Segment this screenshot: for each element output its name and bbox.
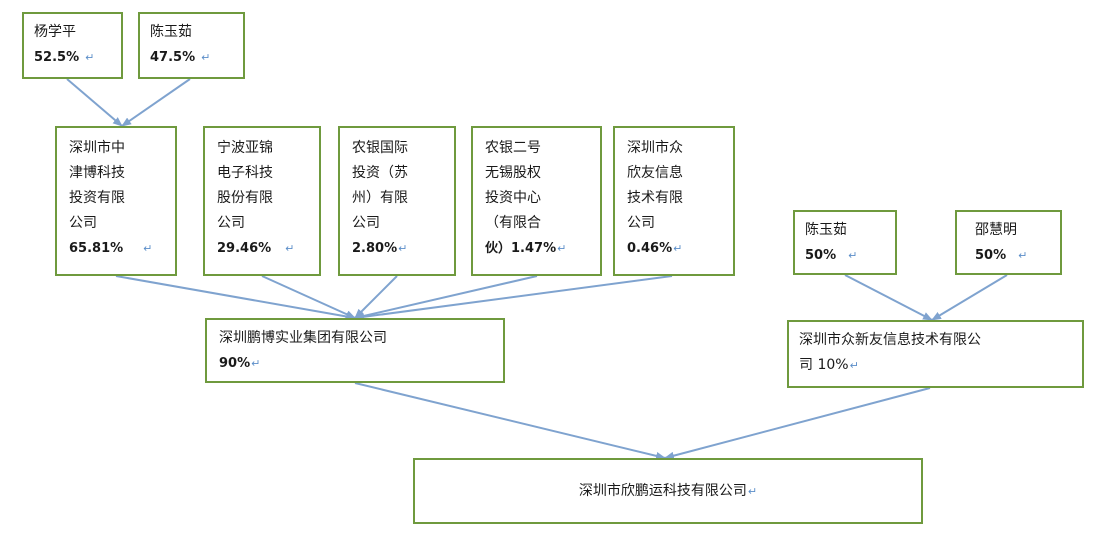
company-line: 电子科技: [217, 165, 273, 181]
arrow-zhongxin-to-target: [664, 387, 931, 460]
company-target: 深圳市欣鹏运科技有限公司↵: [413, 458, 923, 524]
company-line: 公司: [352, 215, 380, 231]
pct-text: 50%: [975, 248, 1007, 263]
return-mark-icon: ↵: [1018, 249, 1028, 262]
company-line: 无锡股权: [485, 165, 541, 181]
arrow-nongyin2-to-group: [354, 275, 538, 320]
company-line: 欣友信息: [627, 165, 683, 181]
pct-text: 29.46%: [217, 241, 272, 256]
pct-text: 65.81%: [69, 241, 124, 256]
arrow-chen-to-zhongjin: [121, 78, 191, 127]
return-mark-icon: ↵: [85, 51, 95, 64]
company-line: 公司: [69, 215, 97, 231]
company-line: 投资有限: [69, 190, 125, 206]
return-mark-icon: ↵: [285, 242, 295, 255]
company-line: 深圳市众: [627, 140, 683, 156]
company-line: 投资中心: [485, 190, 541, 206]
arrow-group-to-target: [354, 382, 666, 460]
company-nongyin-intl: 农银国际 投资（苏 州）有限 公司 2.80%↵: [338, 126, 456, 276]
company-pct: 司 10%↵: [799, 353, 1082, 378]
company-line: 农银二号: [485, 140, 541, 156]
company-pct: 90%↵: [219, 351, 503, 376]
company-line: 农银国际: [352, 140, 408, 156]
company-line: 深圳市中: [69, 140, 125, 156]
return-mark-icon: ↵: [143, 242, 153, 255]
pct-text: 0.46%: [627, 241, 673, 256]
pct-text: 2.80%: [352, 241, 398, 256]
shareholder-pct: 47.5% ↵: [150, 45, 243, 70]
pct-text: 52.5%: [34, 50, 80, 65]
return-mark-icon: ↵: [557, 242, 567, 255]
name-text: 邵慧明: [975, 222, 1017, 238]
arrow-shao-to-zhongxin: [931, 274, 1008, 321]
company-line: 宁波亚锦: [217, 140, 273, 156]
company-ningbo: 宁波亚锦 电子科技 股份有限 公司 29.46% ↵: [203, 126, 321, 276]
company-line: （有限合: [485, 215, 541, 231]
arrow-zhongjin-to-group: [115, 275, 356, 321]
company-name: 深圳鹏博实业集团有限公司: [219, 330, 387, 346]
return-mark-icon: ↵: [201, 51, 211, 64]
company-zhongxinyou: 深圳市众 欣友信息 技术有限 公司 0.46%↵: [613, 126, 735, 276]
company-line: 股份有限: [217, 190, 273, 206]
return-mark-icon: ↵: [848, 249, 858, 262]
shareholder-pct: 52.5% ↵: [34, 45, 121, 70]
company-line: 技术有限: [627, 190, 683, 206]
arrow-nongyin-to-group: [354, 275, 398, 319]
return-mark-icon: ↵: [398, 242, 408, 255]
shareholder-chen-50: 陈玉茹 50% ↵: [793, 210, 897, 275]
return-mark-icon: ↵: [251, 357, 261, 370]
company-nongyin-2: 农银二号 无锡股权 投资中心 （有限合 伙）1.47%↵: [471, 126, 602, 276]
shareholder-pct: 50% ↵: [975, 243, 1060, 268]
shareholder-shao: 邵慧明 50% ↵: [955, 210, 1062, 275]
company-line: 公司: [627, 215, 655, 231]
company-zhongxin: 深圳市众新友信息技术有限公 司 10%↵: [787, 320, 1084, 388]
company-line: 州）有限: [352, 190, 408, 206]
pct-text: 90%: [219, 356, 251, 371]
shareholder-name: 杨学平: [34, 20, 106, 45]
shareholder-yang: 杨学平 52.5% ↵: [22, 12, 123, 79]
company-line: 公司: [217, 215, 245, 231]
company-pct: 29.46% ↵: [217, 236, 309, 261]
pct-text: 50%: [805, 248, 837, 263]
arrow-zhongxinyou-to-group: [354, 275, 673, 321]
company-line: 津博科技: [69, 165, 125, 181]
company-zhongjin: 深圳市中 津博科技 投资有限 公司 65.81% ↵: [55, 126, 177, 276]
arrow-ningbo-to-group: [261, 275, 356, 319]
pct-text: 司 10%: [799, 357, 849, 373]
pct-text: 伙）1.47%: [485, 241, 557, 256]
pct-text: 47.5%: [150, 50, 196, 65]
company-name: 深圳市众新友信息技术有限公: [799, 332, 981, 348]
shareholder-pct: 50% ↵: [805, 243, 895, 268]
return-mark-icon: ↵: [673, 242, 683, 255]
company-pct: 伙）1.47%↵: [485, 236, 590, 261]
name-text: 杨学平: [34, 24, 76, 40]
company-line: 投资（苏: [352, 165, 408, 181]
shareholder-chen: 陈玉茹 47.5% ↵: [138, 12, 245, 79]
name-text: 陈玉茹: [805, 222, 847, 238]
company-pct: 0.46%↵: [627, 236, 723, 261]
company-name: 深圳市欣鹏运科技有限公司: [578, 483, 747, 499]
arrow-yang-to-zhongjin: [66, 78, 123, 127]
name-text: 陈玉茹: [150, 24, 192, 40]
arrow-chen50-to-zhongxin: [844, 274, 933, 321]
company-pct: 65.81% ↵: [69, 236, 165, 261]
company-group: 深圳鹏博实业集团有限公司 90%↵: [205, 318, 505, 383]
shareholder-name: 陈玉茹: [150, 20, 243, 45]
return-mark-icon: ↵: [747, 485, 758, 498]
return-mark-icon: ↵: [849, 359, 859, 372]
company-pct: 2.80%↵: [352, 236, 444, 261]
